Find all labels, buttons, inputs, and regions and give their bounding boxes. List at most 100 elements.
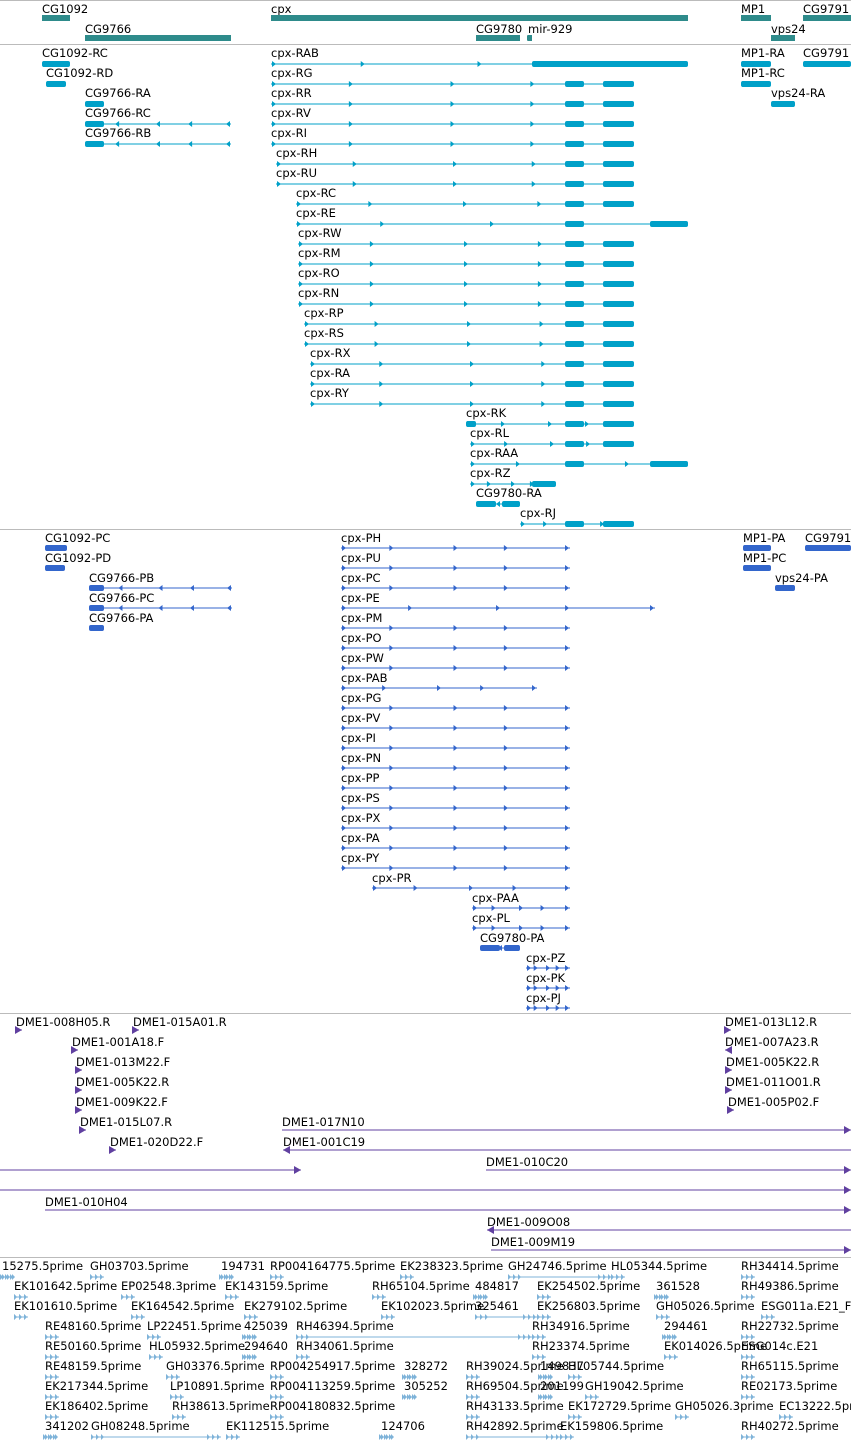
feature-mp1[interactable]: MP1 [741,2,771,21]
feature-361528[interactable]: 361528 [654,1279,700,1300]
feature-dme1-005k22-r[interactable]: DME1-005K22.R [725,1055,819,1074]
feature-cpx-pl[interactable]: cpx-PL [472,911,570,931]
feature-ek101610-5prime[interactable]: EK101610.5prime [14,1299,117,1320]
feature-lp22451-5prime[interactable]: LP22451.5prime [147,1319,241,1340]
feature-cpx-ps[interactable]: cpx-PS [341,791,570,811]
feature-cpx-rk[interactable]: cpx-RK [466,406,634,427]
feature-201199[interactable]: 201199 [538,1379,584,1400]
feature-cpx-rh[interactable]: cpx-RH [276,146,634,167]
feature-cg9766-pb[interactable]: CG9766-PB [89,571,232,591]
feature-dme1-009o08[interactable]: DME1-009O08 [487,1215,851,1234]
feature-rp004164775-5prime[interactable]: RP004164775.5prime [270,1259,395,1280]
feature-cg9791[interactable]: CG9791 [803,46,851,67]
feature-425039[interactable]: 425039 [242,1319,288,1340]
feature-rh23374-5prime[interactable]: RH23374.5prime [532,1339,630,1360]
feature-rh38613-5prime[interactable]: RH38613.5prime [172,1399,270,1420]
feature-cg9766-rc[interactable]: CG9766-RC [85,106,231,127]
feature-rh34916-5prime[interactable]: RH34916.5prime [532,1319,630,1340]
feature-rh65104-5prime[interactable]: RH65104.5prime [372,1279,470,1300]
feature-dme1-010h04[interactable]: DME1-010H04 [45,1195,851,1214]
feature-124706[interactable]: 124706 [379,1419,425,1440]
feature-cg9766-pa[interactable]: CG9766-PA [89,611,154,631]
feature-cpx-rj[interactable]: cpx-RJ [520,506,634,527]
feature-cpx-pa[interactable]: cpx-PA [341,831,570,851]
feature-cpx-pk[interactable]: cpx-PK [526,971,570,991]
feature-cpx-pm[interactable]: cpx-PM [341,611,570,631]
feature-rh69504-5prime[interactable]: RH69504.5prime [466,1379,564,1400]
feature-mp1-ra[interactable]: MP1-RA [741,46,785,67]
feature-gh03703-5prime[interactable]: GH03703.5prime [90,1259,189,1280]
feature-cpx-raa[interactable]: cpx-RAA [470,446,688,467]
feature-cpx-rg[interactable]: cpx-RG [271,66,634,87]
feature-ek112515-5prime[interactable]: EK112515.5prime [226,1419,329,1440]
feature-unlabeled-15[interactable] [0,1166,301,1174]
feature-cpx-rl[interactable]: cpx-RL [470,426,634,447]
feature-rh34061-5prime[interactable]: RH34061.5prime [296,1339,394,1360]
feature-cpx-rp[interactable]: cpx-RP [304,306,634,327]
feature-cg1092-rd[interactable]: CG1092-RD [46,66,113,87]
feature-mp1-pa[interactable]: MP1-PA [743,531,786,551]
feature-hl05744-5prime[interactable]: HL05744.5prime [568,1359,664,1380]
feature-cg9766-rb[interactable]: CG9766-RB [85,126,231,147]
feature-cpx-pv[interactable]: cpx-PV [341,711,570,731]
feature-cpx-rab[interactable]: cpx-RAB [271,46,688,67]
feature-cpx-pe[interactable]: cpx-PE [341,591,655,611]
feature-dme1-020d22-f[interactable]: DME1-020D22.F [109,1135,203,1154]
feature-cpx-pc[interactable]: cpx-PC [341,571,570,591]
feature-cpx-ro[interactable]: cpx-RO [298,266,634,287]
feature-gh03376-5prime[interactable]: GH03376.5prime [166,1359,265,1380]
feature-cpx-pr[interactable]: cpx-PR [372,871,570,891]
feature-re48159-5prime[interactable]: RE48159.5prime [45,1359,141,1380]
feature-rp004180832-5prime[interactable]: RP004180832.5prime [270,1399,395,1420]
feature-cg9791[interactable]: CG9791 [803,2,851,21]
feature-mir-929[interactable]: mir-929 [527,22,573,41]
feature-re02173-5prime[interactable]: RE02173.5prime [741,1379,837,1400]
feature-325461[interactable]: 325461 [475,1299,537,1320]
feature-ek217344-5prime[interactable]: EK217344.5prime [45,1379,148,1400]
feature-cg1092-pc[interactable]: CG1092-PC [45,531,110,551]
feature-rh65115-5prime[interactable]: RH65115.5prime [741,1359,839,1380]
feature-194731[interactable]: 194731 [219,1259,265,1280]
feature-vps24-pa[interactable]: vps24-PA [775,571,828,591]
feature-dme1-005p02-f[interactable]: DME1-005P02.F [727,1095,819,1114]
feature-lp10891-5prime[interactable]: LP10891.5prime [170,1379,264,1400]
feature-dme1-013m22-f[interactable]: DME1-013M22.F [75,1055,170,1074]
feature-305252[interactable]: 305252 [402,1379,448,1400]
feature-rh22732-5prime[interactable]: RH22732.5prime [741,1319,839,1340]
feature-hl05932-5prime[interactable]: HL05932.5prime [149,1339,245,1360]
feature-cpx-pz[interactable]: cpx-PZ [526,951,570,971]
feature-gh05026-5prime[interactable]: GH05026.5prime [656,1299,755,1320]
feature-cpx-paa[interactable]: cpx-PAA [472,891,570,911]
feature-cpx-rc[interactable]: cpx-RC [296,186,634,207]
feature-cpx-px[interactable]: cpx-PX [341,811,570,831]
feature-cg9766-ra[interactable]: CG9766-RA [85,86,151,107]
feature-esg014c-e21[interactable]: ESG014c.E21 [741,1339,818,1360]
feature-rh42892-5prime[interactable]: RH42892.5prime [466,1419,564,1440]
feature-dme1-015l07-r[interactable]: DME1-015L07.R [79,1115,172,1134]
feature-rh40272-5prime[interactable]: RH40272.5prime [741,1419,839,1440]
feature-dme1-010c20[interactable]: DME1-010C20 [486,1155,851,1174]
feature-ek254502-5prime[interactable]: EK254502.5prime [537,1279,640,1300]
feature-cpx-ru[interactable]: cpx-RU [276,166,634,187]
feature-ek102023-5prime[interactable]: EK102023.5prime [381,1299,484,1320]
feature-ek014026-5prime[interactable]: EK014026.5prime [664,1339,767,1360]
feature-ek172729-5prime[interactable]: EK172729.5prime [568,1399,671,1420]
feature-rh46394-5prime[interactable]: RH46394.5prime [296,1319,532,1340]
feature-vps24[interactable]: vps24 [771,22,806,41]
feature-cpx-ph[interactable]: cpx-PH [341,531,570,551]
feature-unlabeled-17[interactable] [0,1186,851,1194]
feature-vps24-ra[interactable]: vps24-RA [771,86,825,107]
feature-cpx-rw[interactable]: cpx-RW [298,226,634,247]
feature-rh34414-5prime[interactable]: RH34414.5prime [741,1259,839,1280]
feature-cpx-py[interactable]: cpx-PY [341,851,570,871]
feature-cpx-ri[interactable]: cpx-RI [271,126,634,147]
feature-328272[interactable]: 328272 [402,1359,448,1380]
feature-cpx-rv[interactable]: cpx-RV [271,106,634,127]
feature-294640[interactable]: 294640 [242,1339,288,1360]
feature-ek238323-5prime[interactable]: EK238323.5prime [400,1259,503,1280]
feature-dme1-007a23-r[interactable]: DME1-007A23.R [725,1035,819,1054]
feature-cpx-rx[interactable]: cpx-RX [310,346,634,367]
feature-ep02548-3prime[interactable]: EP02548.3prime [121,1279,216,1300]
feature-gh19042-5prime[interactable]: GH19042.5prime [585,1379,684,1400]
feature-rp004254917-5prime[interactable]: RP004254917.5prime [270,1359,395,1380]
